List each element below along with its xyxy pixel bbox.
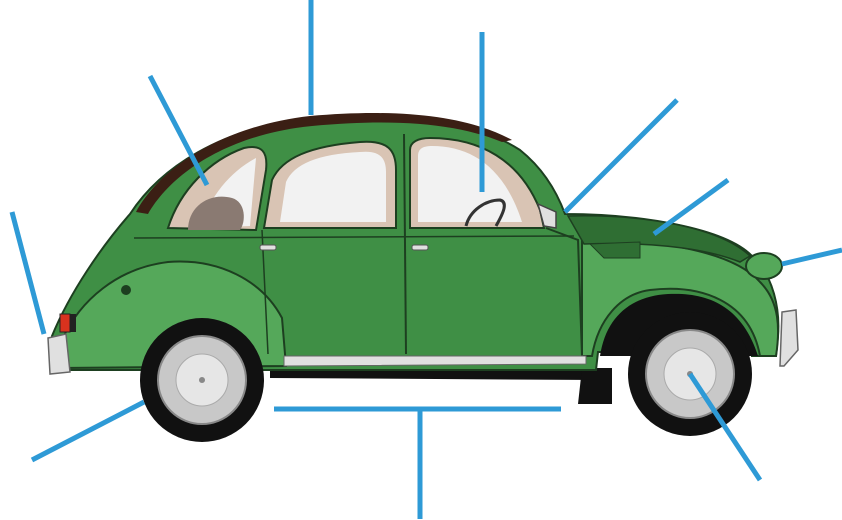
sill-trim [283, 355, 587, 367]
side-window-front-glass [418, 146, 522, 222]
bonnet-grille [588, 241, 641, 259]
leader-rear-bumper [9, 211, 47, 335]
side-mirror [536, 202, 557, 229]
tail-light [59, 313, 71, 333]
rear-wheel [140, 318, 264, 442]
fuel-cap [121, 285, 131, 295]
door-line-mid [261, 229, 269, 355]
tail-light-base [70, 314, 76, 332]
car [47, 113, 799, 442]
front-mudflap [578, 368, 612, 404]
leader-rear-wheel [30, 399, 146, 463]
rear-bumper [47, 333, 71, 375]
door-line-front [545, 227, 583, 357]
leader-bonnet [652, 177, 730, 237]
door-handle-front [411, 244, 429, 251]
front-bumper [779, 309, 799, 367]
belt-line [133, 235, 575, 239]
door-line-rear [403, 133, 407, 355]
leader-rear-window [147, 74, 210, 187]
side-window-rear-glass [280, 151, 386, 222]
leader-headlight [781, 247, 842, 267]
headlight [745, 252, 783, 280]
car-roof [136, 113, 512, 214]
rear-seat [188, 196, 244, 230]
leader-front-wheel [687, 372, 763, 482]
door-handle-rear [259, 244, 277, 251]
callout-lines [9, 0, 842, 519]
front-fender [581, 238, 780, 357]
steering-wheel [464, 198, 506, 227]
leader-side-mirror [563, 98, 679, 214]
